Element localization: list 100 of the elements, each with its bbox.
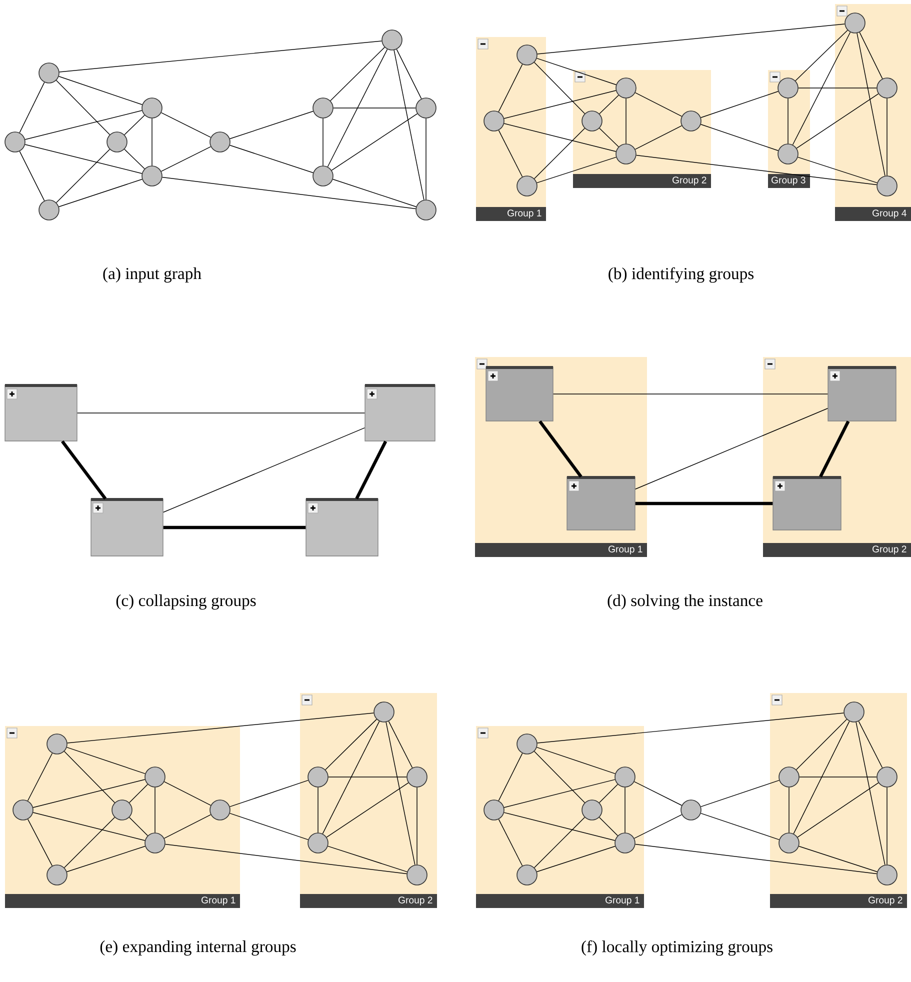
graph-node xyxy=(778,766,800,788)
graph-edge xyxy=(19,150,45,202)
graph-node xyxy=(144,832,166,854)
graph-edge xyxy=(819,420,850,478)
graph-node xyxy=(844,12,866,34)
collapsed-group-box xyxy=(364,384,436,442)
graph-edge xyxy=(416,787,418,865)
graph-edge xyxy=(325,718,377,770)
graph-node xyxy=(406,766,428,788)
graph-node xyxy=(844,702,864,722)
graph-node xyxy=(614,766,636,788)
graph-node xyxy=(516,176,538,196)
graph-edge xyxy=(634,844,878,874)
graph-edge xyxy=(624,787,626,833)
graph-edge xyxy=(700,812,780,840)
collapsed-group-box xyxy=(486,366,554,422)
graph-edge xyxy=(32,812,146,841)
graph-edge xyxy=(798,156,878,184)
graph-edge xyxy=(64,817,116,868)
graph-edge xyxy=(635,502,773,506)
graph-node xyxy=(614,832,636,854)
graph-edge xyxy=(388,720,413,768)
graph-edge xyxy=(700,90,779,118)
graph-edge xyxy=(396,48,422,100)
caption: (c) collapsing groups xyxy=(116,594,256,610)
group-box: Group 2 xyxy=(300,693,437,908)
graph-edge xyxy=(534,751,586,803)
graph-edge xyxy=(536,156,616,184)
graph-node xyxy=(4,132,26,152)
graph-node xyxy=(382,30,402,50)
graph-edge xyxy=(634,408,828,490)
graph-node xyxy=(582,110,602,132)
graph-node xyxy=(616,78,636,98)
graph-edge xyxy=(534,62,586,114)
graph-edge xyxy=(164,844,408,874)
graph-node xyxy=(46,734,68,754)
graph-edge xyxy=(536,746,616,774)
graph-edge xyxy=(58,76,143,106)
graph-edge xyxy=(536,712,844,744)
graph-edge xyxy=(636,154,878,186)
caption: (e) expanding internal groups xyxy=(100,940,296,956)
graph-edge xyxy=(160,112,212,138)
graph-edge xyxy=(498,818,523,866)
graph-node xyxy=(312,98,334,118)
caption: (f) locally optimizing groups xyxy=(582,940,772,956)
graph-node xyxy=(876,176,898,196)
graph-node xyxy=(876,78,898,98)
graph-edge xyxy=(394,50,424,200)
graph-node xyxy=(406,864,428,886)
graph-edge xyxy=(536,846,616,872)
graph-edge xyxy=(27,818,53,866)
graph-edge xyxy=(160,146,212,172)
graph-edge xyxy=(328,846,408,872)
graph-node xyxy=(516,734,538,754)
graph-edge xyxy=(504,812,616,841)
graph-node xyxy=(778,832,800,854)
graph-edge xyxy=(504,90,616,119)
graph-node xyxy=(516,44,538,66)
graph-node xyxy=(142,166,162,186)
graph-edge xyxy=(798,846,878,872)
graph-node xyxy=(12,800,34,820)
graph-edge xyxy=(56,80,110,135)
graph-edge xyxy=(32,779,146,808)
graph-edge xyxy=(886,787,888,865)
graph-edge xyxy=(322,720,380,834)
graph-node xyxy=(46,864,68,886)
graph-edge xyxy=(124,148,145,170)
collapsed-group-box xyxy=(772,476,842,530)
graph-edge xyxy=(498,752,523,802)
graph-node xyxy=(680,800,702,820)
graph-edge xyxy=(599,128,619,148)
graph-edge xyxy=(599,784,618,804)
graph-edge xyxy=(886,98,888,176)
graph-edge xyxy=(386,722,416,866)
graph-edge xyxy=(700,124,779,152)
graph-edge xyxy=(230,780,309,808)
graph-edge xyxy=(230,144,314,174)
graph-edge xyxy=(230,110,314,140)
graph-node xyxy=(210,132,230,152)
graph-edge xyxy=(355,440,388,500)
collapsed-group-box xyxy=(828,366,896,422)
caption: (a) input graph xyxy=(103,267,202,283)
collapsed-group-box xyxy=(90,498,164,556)
graph-node xyxy=(308,832,328,854)
graph-edge xyxy=(599,817,618,836)
graph-edge xyxy=(326,782,409,838)
graph-edge xyxy=(498,64,523,112)
graph-edge xyxy=(164,781,212,806)
graph-edge xyxy=(504,779,616,808)
graph-node xyxy=(308,766,328,788)
graph-edge xyxy=(859,32,883,80)
graph-edge xyxy=(58,40,382,72)
graph-edge xyxy=(536,24,846,54)
graph-node xyxy=(312,166,334,186)
graph-edge xyxy=(634,814,682,839)
graph-edge xyxy=(536,58,616,86)
group-box: Group 1 xyxy=(476,726,644,908)
graph-edge xyxy=(76,412,366,414)
graph-node xyxy=(876,864,898,886)
graph-edge xyxy=(792,32,851,146)
